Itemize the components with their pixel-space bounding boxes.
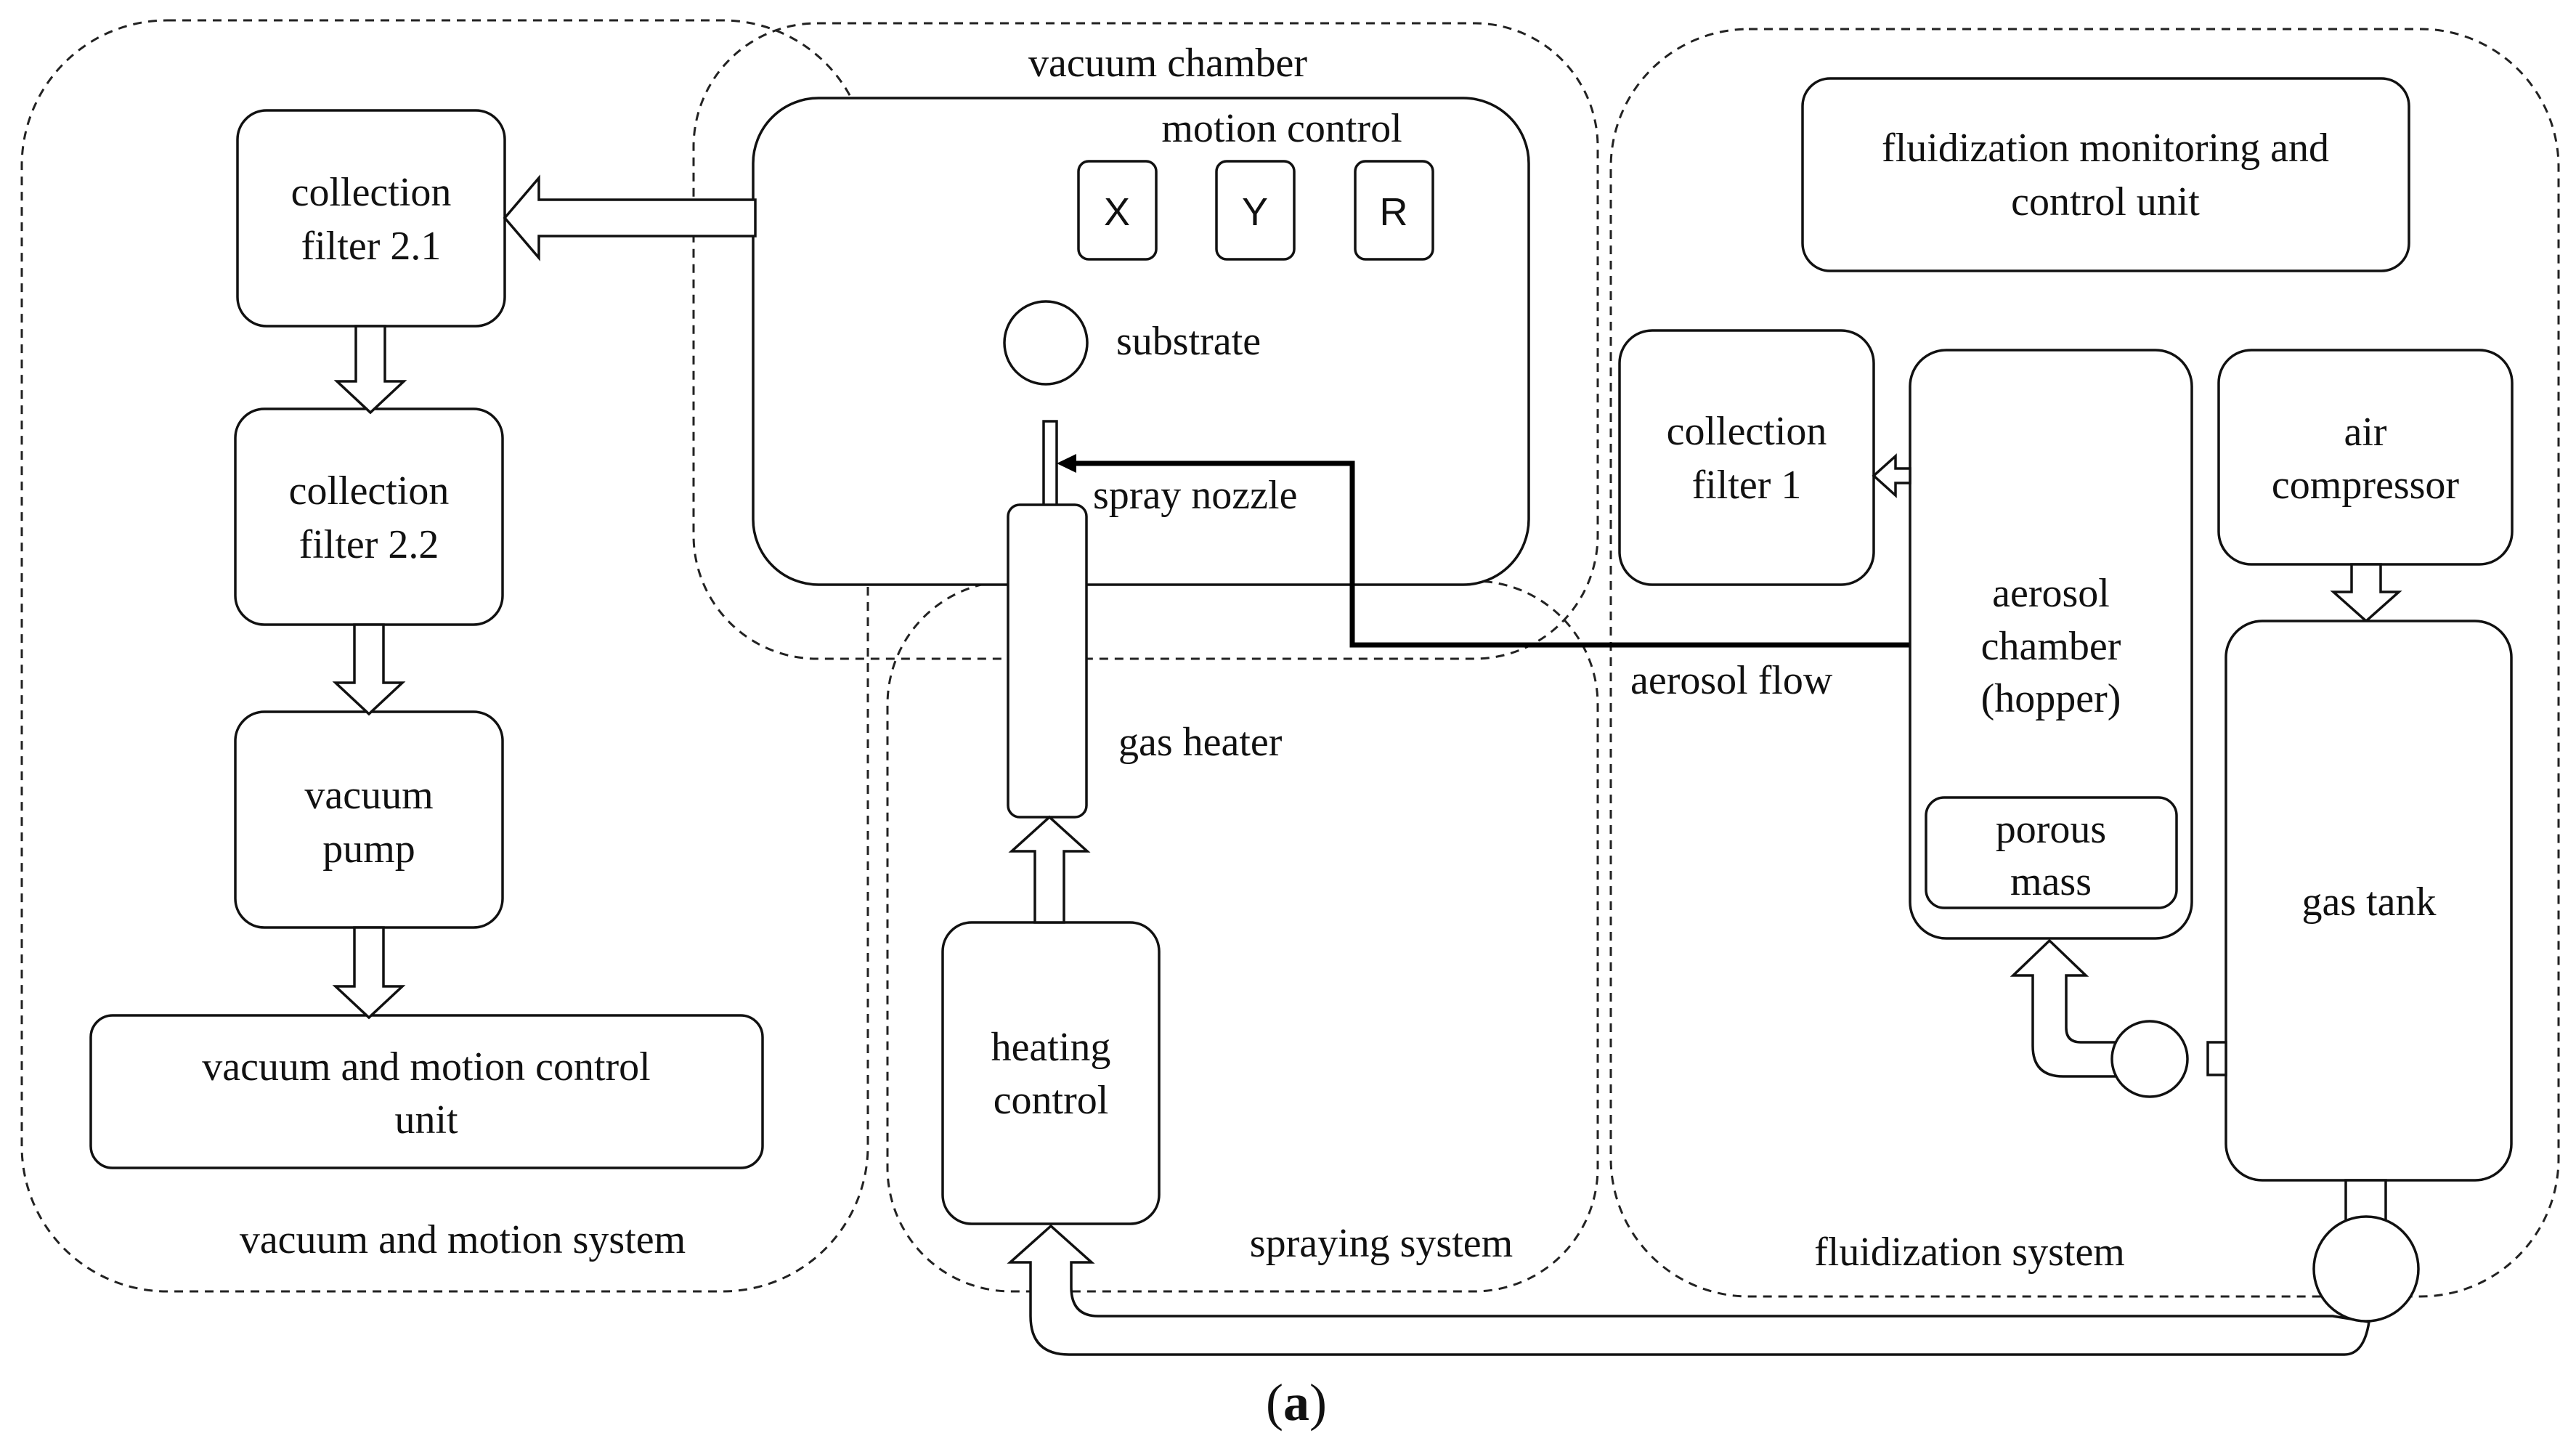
porous-mass-box	[1925, 796, 2178, 909]
spraying-system-label: spraying system	[1250, 1221, 1513, 1266]
gas-tank-label: gas tank	[2301, 880, 2436, 925]
air-compressor-line1: air	[2344, 410, 2386, 455]
vacuum-pump-box	[234, 710, 504, 929]
vacuum-chamber-group	[692, 22, 1599, 660]
collection-filter-2-2-box	[234, 407, 504, 626]
fluidization-valve	[2110, 1020, 2189, 1098]
vacuum-pump-line2: pump	[322, 827, 415, 872]
fluidization-monitoring-line2: control unit	[2011, 179, 2200, 224]
tank-to-heating-control-pipe	[1007, 1224, 2370, 1356]
collection-filter-2-2-line2: filter 2.2	[299, 522, 439, 567]
caption-letter: a	[1283, 1373, 1309, 1432]
figure-caption: (a)	[1266, 1373, 1327, 1432]
gas-heater-tube	[1007, 503, 1088, 819]
axis-r-box	[1354, 160, 1434, 261]
collection-filter-1-line2: filter 1	[1692, 463, 1802, 508]
filter-2-1-to-2-2-arrow	[333, 325, 407, 415]
collection-filter-1-line1: collection	[1667, 409, 1827, 454]
aerosol-flow-label: aerosol flow	[1630, 658, 1833, 703]
substrate-label: substrate	[1116, 319, 1261, 364]
fluidization-monitoring-line1: fluidization monitoring and	[1882, 126, 2329, 171]
heating-control-to-heater-arrow	[1008, 815, 1091, 924]
vacuum-pump-line1: vacuum	[304, 773, 433, 818]
spray-nozzle-label: spray nozzle	[1093, 473, 1297, 518]
chamber-to-filter-2-1-arrow	[503, 174, 757, 261]
spray-nozzle-tip	[1042, 420, 1058, 508]
collection-filter-2-1-line1: collection	[291, 170, 452, 215]
aerosol-flow-line	[1068, 460, 1910, 648]
axis-x-box	[1077, 160, 1158, 261]
heating-control-box	[941, 921, 1161, 1225]
collection-filter-2-2-line1: collection	[289, 468, 450, 514]
collection-filter-2-1-line2: filter 2.1	[301, 224, 442, 269]
aerosol-to-filter-1-arrow	[1872, 453, 1911, 498]
gas-supply-valve	[2312, 1215, 2420, 1323]
pump-to-control-unit-arrow	[332, 926, 406, 1020]
axis-x-label: X	[1104, 190, 1130, 234]
collection-filter-1-box	[1618, 329, 1875, 586]
heating-control-line2: control	[994, 1078, 1109, 1123]
aerosol-flow-arrowhead	[1057, 454, 1076, 473]
aerosol-chamber-line1: aerosol	[1992, 571, 2110, 616]
porous-mass-line1: porous	[1996, 807, 2106, 852]
caption-open: (	[1266, 1373, 1283, 1432]
porous-mass-line2: mass	[2010, 859, 2092, 904]
substrate-circle	[1003, 300, 1089, 386]
axis-y-box	[1215, 160, 1296, 261]
vacuum-chamber-label: vacuum chamber	[1028, 41, 1307, 86]
motion-control-label: motion control	[1161, 106, 1402, 151]
fluidization-system-label: fluidization system	[1814, 1230, 2125, 1275]
tank-outlet-pipe	[2206, 1041, 2227, 1076]
air-compressor-line2: compressor	[2272, 463, 2460, 508]
vacuum-motion-control-unit-line1: vacuum and motion control	[202, 1044, 650, 1089]
valve-to-aerosol-chamber-pipe	[2010, 938, 2126, 1078]
caption-close: )	[1309, 1373, 1327, 1432]
collection-filter-2-1-box	[236, 109, 506, 328]
fluidization-monitoring-unit-box	[1801, 77, 2410, 272]
filter-2-2-to-pump-arrow	[332, 623, 406, 716]
aerosol-chamber-box	[1909, 349, 2193, 940]
axis-y-label: Y	[1242, 190, 1268, 234]
fluidization-system-group	[1609, 28, 2560, 1298]
compressor-to-tank-arrow	[2330, 563, 2402, 623]
gas-heater-label: gas heater	[1118, 720, 1283, 765]
vacuum-motion-system-group	[20, 19, 869, 1293]
heating-control-line1: heating	[991, 1025, 1111, 1070]
aerosol-chamber-line3: (hopper)	[1981, 676, 2121, 721]
aerosol-chamber-line2: chamber	[1981, 624, 2121, 669]
axis-r-label: R	[1380, 190, 1408, 234]
air-compressor-box	[2217, 349, 2514, 566]
vacuum-motion-control-unit-line2: unit	[394, 1097, 458, 1142]
vacuum-motion-control-unit-box	[89, 1014, 764, 1169]
vacuum-motion-system-label: vacuum and motion system	[240, 1217, 686, 1262]
